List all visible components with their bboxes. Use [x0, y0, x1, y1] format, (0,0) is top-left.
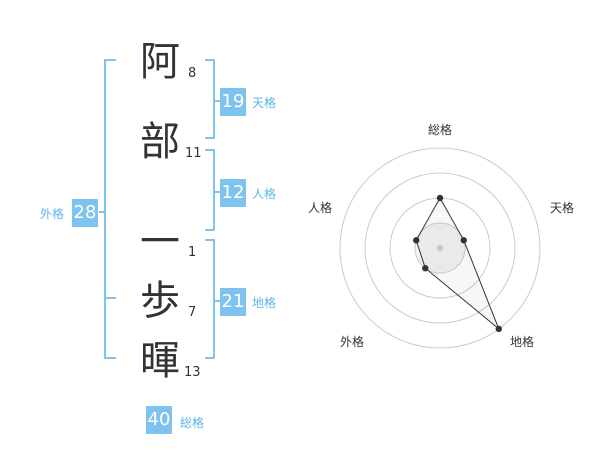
stroke-count-4: 7: [188, 305, 197, 320]
radar-grid: [339, 147, 541, 349]
jinkaku-label: 人格: [252, 187, 277, 201]
tenkaku-label: 天格: [252, 96, 277, 110]
name-char-3: 一: [140, 219, 180, 265]
radar-point-1: [436, 194, 444, 202]
gaikaku-label: 外格: [40, 207, 65, 221]
radar-point-4: [422, 265, 429, 272]
jinkaku-value: 12: [220, 179, 246, 207]
stroke-count-5: 13: [184, 365, 201, 380]
name-char-1: 阿: [140, 39, 180, 85]
radar-label-jinkaku: 人格: [308, 201, 333, 215]
stroke-count-3: 1: [188, 245, 197, 260]
radar-ring-3: [364, 172, 516, 324]
radar-label-soukaku: 総格: [428, 123, 453, 137]
stroke-count-2: 11: [185, 146, 202, 161]
radar-point-5: [413, 237, 420, 244]
radar-polygon-group: [413, 194, 502, 333]
soukaku-label: 総格: [180, 416, 205, 430]
name-char-4: 歩: [140, 278, 180, 324]
radar-ring-4: [339, 147, 541, 349]
radar-ring-1: [414, 222, 466, 274]
radar-value-polygon: [415, 196, 500, 330]
radar-label-tenkaku: 天格: [550, 201, 575, 215]
chikaku-value: 21: [220, 288, 246, 316]
radar-label-gaikaku: 外格: [340, 335, 365, 349]
radar-label-chikaku: 地格: [510, 335, 535, 349]
name-char-5: 暉: [140, 338, 180, 384]
radar-point-2: [460, 237, 467, 244]
gaikaku-value: 28: [72, 199, 98, 227]
name-char-2: 部: [140, 119, 180, 165]
stroke-count-1: 8: [188, 66, 197, 81]
chikaku-label: 地格: [252, 296, 277, 310]
radar-point-3: [495, 325, 502, 333]
tenkaku-value: 19: [220, 88, 246, 116]
soukaku-value: 40: [146, 406, 172, 434]
radar-center-dot: [437, 245, 443, 251]
